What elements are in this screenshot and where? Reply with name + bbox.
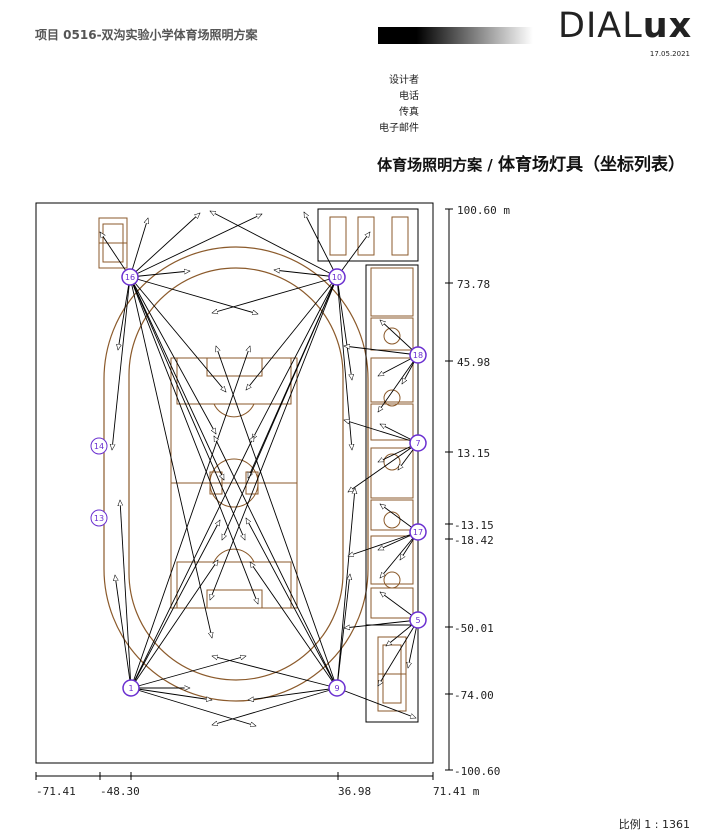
y-label-3: 13.15 <box>457 447 490 460</box>
pole-1: 1 <box>122 679 140 697</box>
y-label-8: -100.60 <box>454 765 500 778</box>
y-label-5: -18.42 <box>454 534 494 547</box>
dialux-logo: DIALux <box>558 6 693 46</box>
report-date: 17.05.2021 <box>649 50 690 58</box>
football-field <box>170 357 298 609</box>
y-label-4: -13.15 <box>454 519 494 532</box>
plan-border <box>35 202 434 764</box>
page-heading: 体育场照明方案 / 体育场灯具（坐标列表） <box>377 155 685 175</box>
aiming-lines <box>99 210 419 726</box>
header-gradient-bar <box>378 27 533 44</box>
y-axis-labels: 100.60 m 73.78 45.98 13.15 -13.15 -18.42… <box>454 204 510 778</box>
y-label-2: 45.98 <box>457 356 490 369</box>
y-label-6: -50.01 <box>454 622 494 635</box>
y-label-1: 73.78 <box>457 278 490 291</box>
svg-text:18: 18 <box>413 351 423 360</box>
pole-markers: 16 10 18 7 17 5 14 13 1 9 <box>90 268 427 697</box>
scale-label: 比例 1 : 1361 <box>618 818 690 831</box>
designer-label: 设计者 <box>389 75 419 86</box>
y-axis <box>445 208 453 771</box>
pole-9: 9 <box>328 679 346 697</box>
x-label-2: 36.98 <box>338 785 371 798</box>
svg-text:10: 10 <box>332 273 342 282</box>
track-inner <box>128 267 344 681</box>
pole-17: 17 <box>409 523 427 541</box>
pole-10: 10 <box>328 268 346 286</box>
x-axis <box>35 772 434 780</box>
x-label-1: -48.30 <box>100 785 140 798</box>
x-label-0: -71.41 <box>36 785 76 798</box>
court-bottom-right <box>365 624 419 723</box>
svg-text:5: 5 <box>415 616 420 625</box>
pole-7: 7 <box>409 434 427 452</box>
svg-text:16: 16 <box>125 273 135 282</box>
phone-label: 电话 <box>399 91 419 102</box>
svg-text:1: 1 <box>128 684 133 693</box>
svg-text:9: 9 <box>334 684 339 693</box>
y-label-0: 100.60 m <box>457 204 510 217</box>
svg-text:14: 14 <box>94 442 104 451</box>
svg-text:7: 7 <box>415 439 420 448</box>
small-court-top-left <box>98 217 128 269</box>
pole-14: 14 <box>90 437 108 455</box>
svg-text:17: 17 <box>413 528 423 537</box>
email-label: 电子邮件 <box>379 123 419 134</box>
y-label-7: -74.00 <box>454 689 494 702</box>
pole-5: 5 <box>409 611 427 629</box>
pole-18: 18 <box>409 346 427 364</box>
track-outer <box>103 246 369 702</box>
court-group-top-right <box>317 208 419 262</box>
x-axis-labels: -71.41 -48.30 36.98 71.41 m <box>36 785 480 798</box>
running-track <box>103 246 369 702</box>
fax-label: 传真 <box>399 107 419 118</box>
contact-block: 设计者 电话 传真 电子邮件 <box>379 73 419 137</box>
x-label-3: 71.41 m <box>433 785 480 798</box>
pole-16: 16 <box>121 268 139 286</box>
project-title: 项目 0516-双沟实验小学体育场照明方案 <box>35 28 258 42</box>
svg-text:13: 13 <box>94 514 104 523</box>
pole-13: 13 <box>90 509 108 527</box>
